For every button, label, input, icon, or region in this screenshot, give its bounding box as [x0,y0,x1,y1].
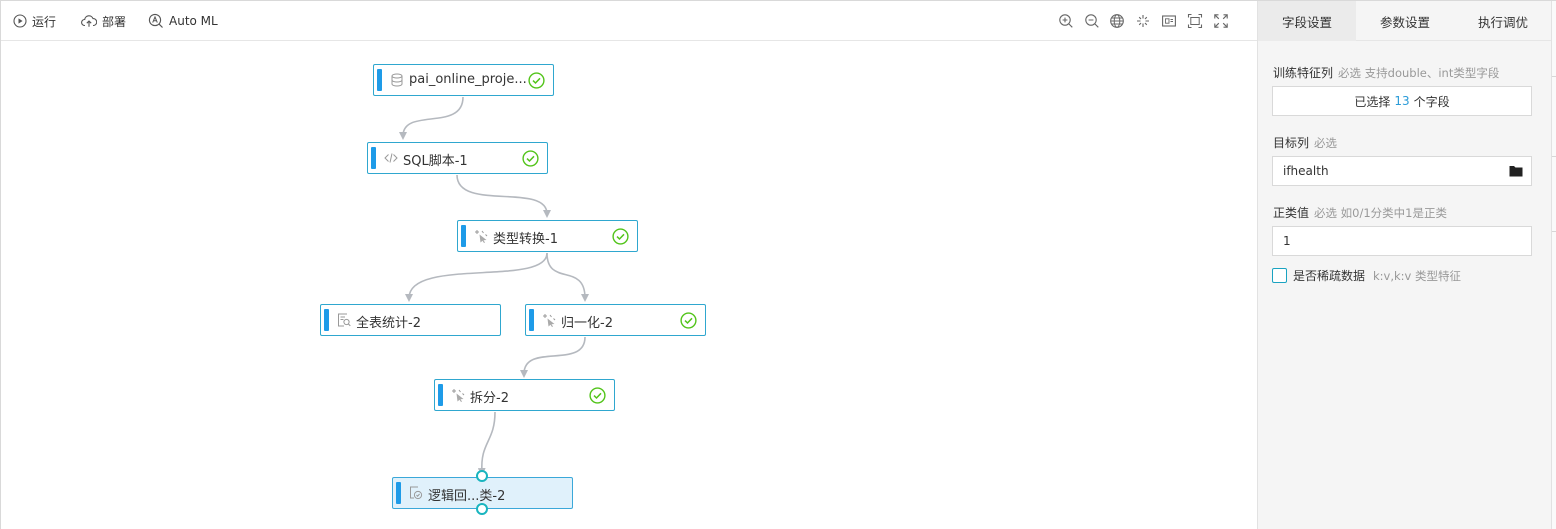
tab-parameter-settings[interactable]: 参数设置 [1379,14,1430,30]
sparse-data-hint: k:v,k:v 类型特征 [1373,268,1462,283]
positive-value-text: 1 [1283,234,1291,248]
automl-label: Auto ML [169,14,218,28]
selected-suffix: 个字段 [1413,94,1450,109]
success-check-icon [612,228,629,245]
run-button[interactable]: 运行 [13,13,56,29]
connection-edges [399,96,589,476]
fullscreen-icon[interactable] [1213,13,1229,29]
node-label: 拆分-2 [470,391,509,406]
component-icon [542,313,556,327]
node-label: 类型转换-1 [493,232,558,247]
node-split[interactable]: 拆分-2 [434,379,615,411]
edge-3 [405,252,548,302]
zoom-out-icon[interactable] [1084,13,1100,29]
panel-tabs: 字段设置 参数设置 执行调优 [1258,1,1552,41]
zoom-in-icon[interactable] [1058,13,1074,29]
fit-view-icon[interactable] [1187,13,1203,29]
workflow-canvas[interactable]: pai_online_proje... SQL脚本-1 类型转换-1 [1,42,1257,529]
run-label: 运行 [32,14,57,29]
model-icon [409,486,423,500]
code-icon [384,151,398,165]
node-status-bar [529,309,534,331]
node-status-bar [324,309,329,331]
target-column-hint: 必选 [1314,136,1338,150]
target-column-label: 目标列必选 [1273,134,1337,151]
strip-divider [1552,231,1556,232]
node-sql-script[interactable]: SQL脚本-1 [367,142,548,174]
node-table-stats[interactable]: 全表统计-2 [320,304,501,336]
table-stats-icon [337,313,351,327]
selected-prefix: 已选择 [1354,94,1391,109]
feature-columns-title: 训练特征列 [1273,66,1334,80]
automl-button[interactable]: Auto ML [148,13,218,29]
edge-1 [399,96,464,140]
automl-icon [148,13,164,29]
selected-count: 13 [1394,94,1410,108]
deploy-button[interactable]: 部署 [81,13,126,29]
auto-layout-icon[interactable] [1135,13,1151,29]
positive-value-title: 正类值 [1273,206,1310,220]
cloud-upload-icon [81,14,97,28]
positive-value-input[interactable]: 1 [1272,226,1532,256]
node-label: SQL脚本-1 [403,154,468,169]
target-column-value: ifhealth [1283,164,1329,178]
positive-value-hint: 必选 如0/1分类中1是正类 [1314,206,1447,220]
node-status-bar [396,482,401,504]
play-icon [13,14,27,28]
edge-2 [456,174,551,218]
success-check-icon [528,72,545,89]
edge-5 [520,336,586,378]
component-icon [474,229,488,243]
folder-icon[interactable] [1509,165,1523,177]
feature-columns-hint: 必选 支持double、int类型字段 [1338,66,1500,80]
positive-value-label: 正类值必选 如0/1分类中1是正类 [1273,204,1447,221]
canvas-toolbar: 运行 部署 Auto ML [1,1,1257,41]
sparse-data-row: 是否稀疏数据 k:v,k:v 类型特征 [1272,267,1461,284]
target-column-field[interactable]: ifhealth [1272,156,1532,186]
component-icon [451,388,465,402]
deploy-label: 部署 [102,14,127,29]
sparse-data-label: 是否稀疏数据 [1293,269,1366,283]
success-check-icon [680,312,697,329]
node-status-bar [461,225,466,247]
edge-6 [477,411,496,476]
node-data-source[interactable]: pai_online_proje... [373,64,554,96]
minimap-icon[interactable] [1161,13,1177,29]
success-check-icon [522,150,539,167]
right-edge-strip[interactable] [1551,1,1556,529]
strip-divider [1552,76,1556,77]
target-column-title: 目标列 [1273,136,1310,150]
globe-icon[interactable] [1109,13,1125,29]
node-label: 归一化-2 [561,316,613,331]
database-icon [390,73,404,87]
node-label: pai_online_proje... [409,72,527,87]
node-normalization[interactable]: 归一化-2 [525,304,706,336]
node-status-bar [438,384,443,406]
node-status-bar [377,69,382,91]
edge-4 [546,252,589,302]
node-status-bar [371,147,376,169]
properties-panel: 字段设置 参数设置 执行调优 训练特征列必选 支持double、int类型字段 … [1257,1,1552,529]
success-check-icon [589,387,606,404]
strip-divider [1552,156,1556,157]
node-label: 全表统计-2 [356,316,421,331]
node-type-conversion[interactable]: 类型转换-1 [457,220,638,252]
output-port[interactable] [476,503,488,515]
node-label: 逻辑回...类-2 [428,489,506,504]
feature-columns-label: 训练特征列必选 支持double、int类型字段 [1273,64,1499,81]
input-port[interactable] [476,470,488,482]
tab-field-settings[interactable]: 字段设置 [1258,1,1356,41]
tab-execution-tuning[interactable]: 执行调优 [1477,14,1528,30]
sparse-data-checkbox[interactable] [1272,268,1287,283]
